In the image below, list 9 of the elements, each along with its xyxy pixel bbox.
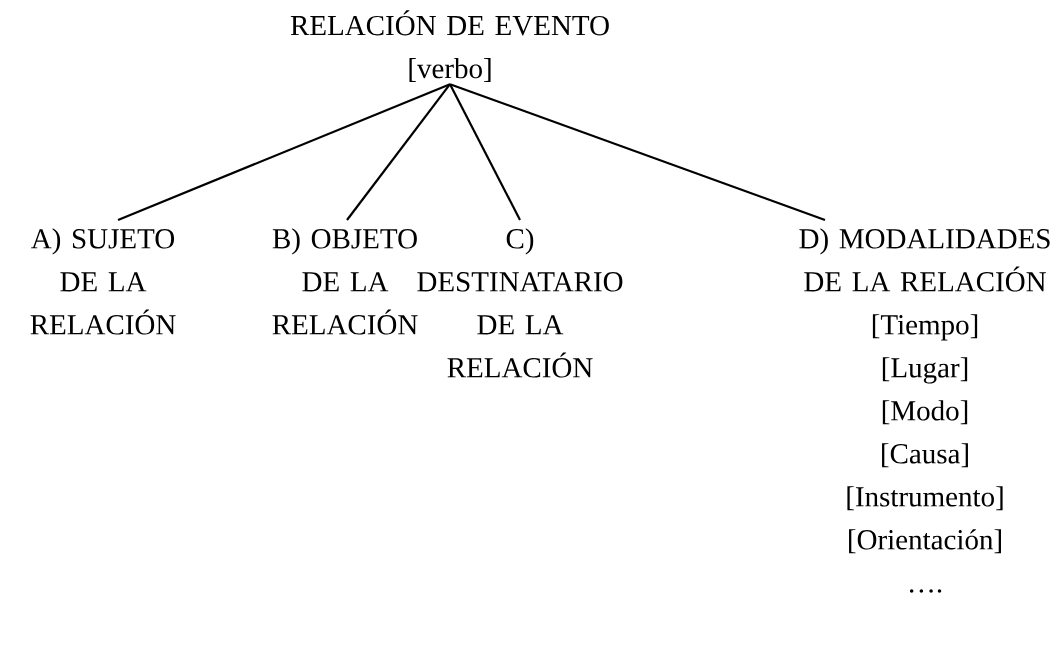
tree-branch-line (117, 83, 451, 221)
tree-node-label: C) DESTINATARIO DE LA RELACIÓN (417, 228, 623, 378)
tree-branch-line (346, 83, 451, 221)
tree-node-label: B) OBJETO DE LA RELACIÓN (272, 228, 418, 335)
tree-node-label: RELACIÓN DE EVENTO [verbo] (290, 10, 609, 82)
tree-node-label: D) MODALIDADES DE LA RELACIÓN [Tiempo] [Lugar] [Modo] [Causa] [Instrumento] [Orientación] …. (799, 228, 1050, 593)
tree-branch-line (449, 83, 826, 222)
tree-node-label: A) SUJETO DE LA RELACIÓN (30, 228, 176, 335)
tree-branch-line (449, 83, 521, 221)
